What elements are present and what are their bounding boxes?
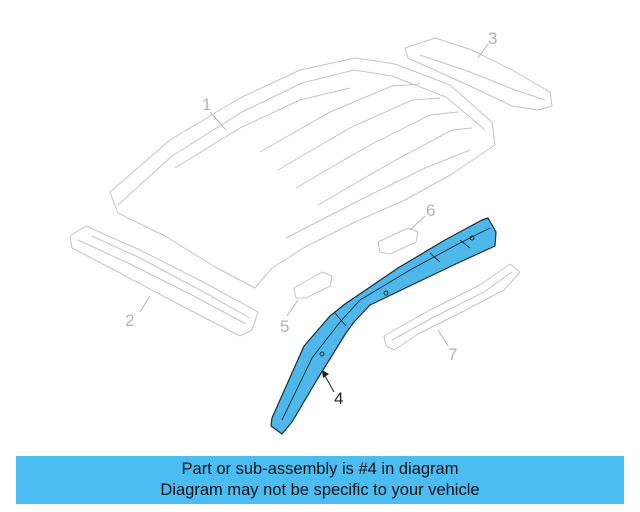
callout-7: 7 (448, 345, 457, 364)
side-rail-part-7 (383, 263, 521, 351)
roof-rail-part-4 (270, 217, 497, 435)
leader-line-6 (409, 215, 426, 231)
bracket-part-5 (293, 271, 333, 299)
callout-6: 6 (426, 201, 435, 220)
leader-arrowhead-4 (322, 370, 329, 378)
front-header-part-2 (69, 225, 259, 337)
info-banner: Part or sub-assembly is #4 in diagram Di… (16, 456, 624, 504)
banner-line-part-number: Part or sub-assembly is #4 in diagram (181, 460, 459, 478)
parts-diagram: 1 2 3 4 5 6 7 (69, 29, 553, 435)
roof-panel-part-1 (109, 57, 496, 289)
leader-line-7 (437, 329, 449, 347)
banner-line-disclaimer: Diagram may not be specific to your vehi… (160, 481, 480, 499)
callout-4: 4 (334, 389, 343, 408)
bracket-part-6 (377, 227, 419, 255)
callout-3: 3 (488, 29, 497, 48)
leader-line-4 (323, 373, 335, 393)
leader-line-2 (139, 295, 151, 313)
callout-5: 5 (280, 317, 289, 336)
rear-header-part-3 (404, 37, 553, 111)
leader-line-3 (477, 43, 489, 59)
callout-1: 1 (202, 95, 211, 114)
leader-line-1 (209, 111, 227, 131)
leader-line-5 (286, 299, 299, 317)
callout-2: 2 (125, 311, 134, 330)
